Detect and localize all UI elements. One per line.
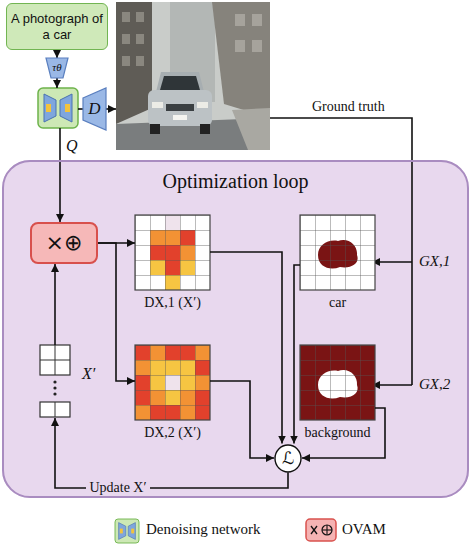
node-label: DX,1 (X′): [144, 295, 201, 311]
prompt-box: A photograph of a car: [6, 3, 108, 50]
node-label: car: [329, 295, 346, 311]
query-label: Q: [66, 137, 78, 155]
optimization-region: Optimization loop ×⊕ DX,1 (X′) carDX,2 (X′)…: [2, 160, 469, 498]
legend-ovam-icon: [306, 519, 336, 541]
pipeline-arrows: [57, 78, 412, 385]
node-text: τθ: [52, 61, 61, 74]
denoising-network-icon: [38, 88, 78, 128]
legend-text: OVAM: [342, 521, 386, 538]
node-label: X′: [82, 365, 95, 383]
attention-map-grid: [135, 345, 210, 420]
trapezoid-outline: [46, 58, 68, 78]
attention-map-grid: [135, 215, 210, 290]
connector: [54, 264, 56, 345]
car-mask-grid: [300, 215, 375, 290]
connector: [56, 50, 58, 58]
node-label: background: [304, 425, 370, 441]
token-stack-icon: [40, 345, 70, 417]
car-photo: [116, 2, 270, 150]
background-mask-grid: [300, 345, 375, 420]
connector: [294, 265, 300, 444]
legend-denoising-icon: [115, 519, 139, 543]
token-stack: X′: [40, 345, 70, 418]
mask-label: GX,2: [419, 376, 450, 393]
mask-map: background: [300, 345, 375, 420]
connector: [210, 252, 282, 444]
connector: [55, 418, 288, 488]
decoder: D: [83, 88, 106, 130]
mask-map: car: [300, 215, 375, 290]
attention-map: DX,2 (X′): [135, 345, 210, 420]
ground-truth-label: Ground truth: [312, 99, 385, 115]
connector: [210, 381, 274, 458]
node-label: DX,2 (X′): [144, 425, 201, 441]
mask-label: GX,1: [419, 253, 450, 270]
attention-map: DX,1 (X′): [135, 215, 210, 290]
region-ground: [2, 160, 469, 498]
legend-text: Denoising network: [146, 521, 261, 538]
connector: [98, 243, 135, 381]
node-text: ℒ: [282, 448, 294, 468]
node-text: ×⊕: [46, 230, 83, 256]
edge-label: Update X′: [86, 480, 149, 496]
ovam-box: ×⊕: [30, 222, 98, 264]
node-label: Optimization loop: [162, 170, 308, 193]
node-text: A photograph of a car: [11, 11, 103, 42]
text-encoder: τθ: [46, 58, 68, 78]
trapezoid-outline: [83, 88, 106, 130]
connector: [302, 408, 385, 458]
loss-circle: ℒ: [274, 444, 302, 473]
node-text: D: [88, 99, 100, 119]
circle-outline: [275, 445, 301, 472]
